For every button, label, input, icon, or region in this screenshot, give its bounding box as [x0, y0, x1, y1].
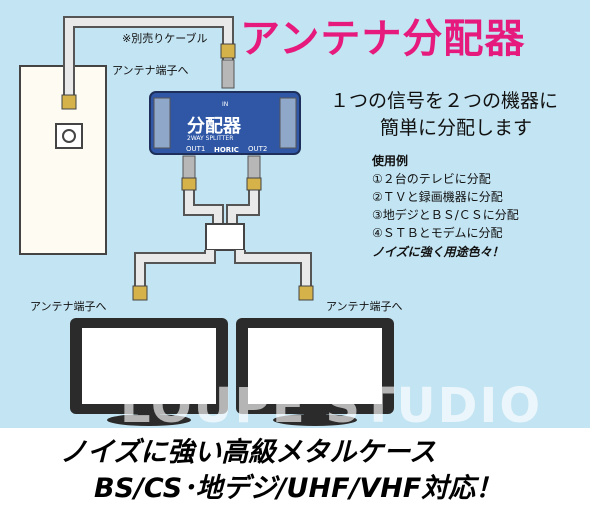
antenna-label-top: アンテナ端子へ [112, 64, 189, 77]
usage-heading: 使用例 [372, 154, 409, 168]
splitter-out1-label: OUT1 [186, 145, 206, 153]
intro-line-2: 簡単に分配します [380, 117, 533, 139]
splitter-brand: HORIC [214, 146, 239, 154]
output-jack-2 [247, 155, 261, 181]
output-cable-2 [228, 180, 258, 230]
intro-line-1: １つの信号を２つの機器に [330, 90, 559, 112]
usage-item: ②ＴＶと録画機器に分配 [372, 190, 503, 204]
usage-item: ①２台のテレビに分配 [372, 172, 491, 186]
page-title: アンテナ分配器 [240, 16, 526, 62]
tv-cable-left [136, 250, 214, 290]
tv-left [70, 318, 228, 426]
splitter-subtitle: 2WAY SPLITTER [187, 135, 234, 142]
usage-tagline: ノイズに強く用途色々！ [372, 245, 504, 259]
splitter-out2-label: OUT2 [248, 145, 268, 153]
antenna-label-left: アンテナ端子へ [30, 300, 107, 313]
footer-line-2: BS/CS･地デジ/UHF/VHF対応！ [94, 473, 503, 504]
tv-cable-right [236, 250, 310, 290]
watermark: LOUPE STUDIO [120, 378, 543, 434]
tv-connector-right [298, 285, 314, 301]
splitter-body [149, 91, 301, 155]
splitter-in-label: IN [222, 101, 229, 108]
cable-note-label: ※別売りケーブル [122, 32, 208, 45]
top-connector [220, 43, 236, 59]
footer-banner [0, 428, 590, 506]
output-jack-1 [182, 155, 196, 181]
splitter-name: 分配器 [187, 116, 241, 137]
usage-item: ④ＳＴＢとモデムに分配 [372, 226, 503, 240]
antenna-label-right: アンテナ端子へ [326, 300, 403, 313]
input-jack [221, 59, 235, 89]
usage-item: ③地デジとＢＳ/ＣＳに分配 [372, 208, 519, 222]
footer-line-1: ノイズに強い高級メタルケース [60, 437, 436, 468]
wall-connector [61, 94, 77, 110]
tv-right [236, 318, 394, 426]
output-cable-1 [185, 180, 222, 230]
cable-junction [205, 223, 245, 251]
tv-connector-left [132, 285, 148, 301]
